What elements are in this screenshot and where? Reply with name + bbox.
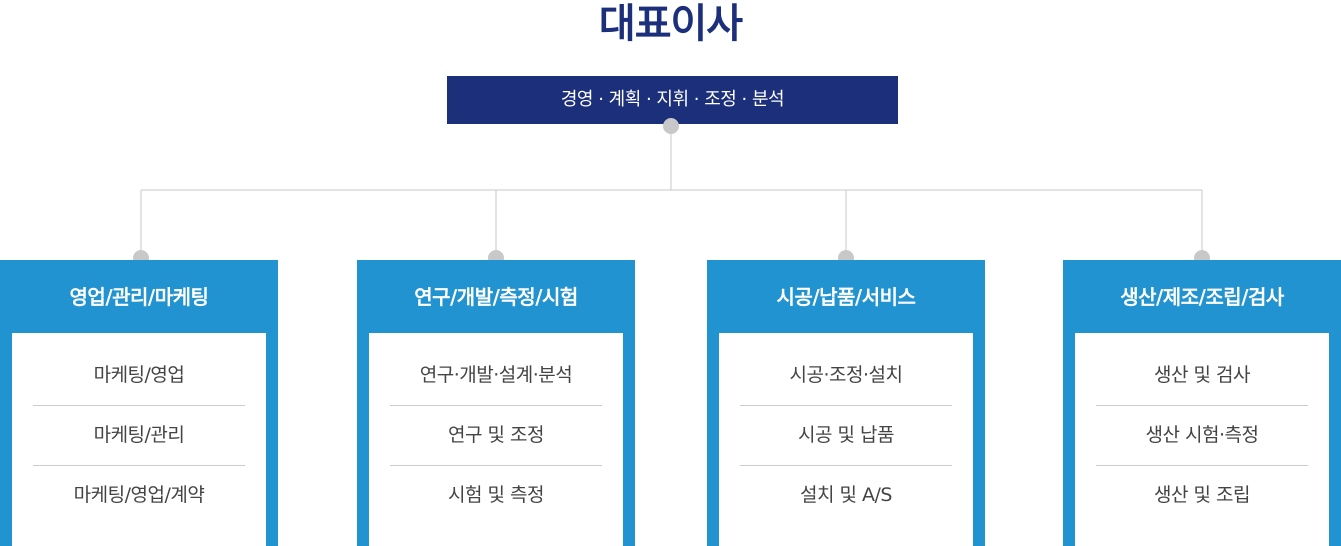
department-title: 연구/개발/측정/시험: [414, 285, 578, 309]
department-title: 영업/관리/마케팅: [69, 285, 209, 309]
department-box-production: 생산/제조/조립/검사 생산 및 검사 생산 시험·측정 생산 및 조립: [1063, 260, 1341, 546]
department-task-list: 마케팅/영업 마케팅/관리 마케팅/영업/계약: [12, 333, 266, 546]
department-task-item: 마케팅/영업: [33, 346, 245, 406]
ceo-node-dot: [663, 118, 679, 134]
ceo-title: 대표이사: [598, 1, 743, 47]
department-task-list: 시공·조정·설치 시공 및 납품 설치 및 A/S: [719, 333, 973, 546]
department-task-item: 연구 및 조정: [390, 406, 602, 466]
department-task-item: 시공 및 납품: [740, 406, 952, 466]
department-task-item: 시험 및 측정: [448, 484, 544, 506]
department-task-item: 생산 및 검사: [1096, 346, 1308, 406]
department-task-item: 마케팅/영업/계약: [73, 484, 205, 506]
department-task-item: 생산 시험·측정: [1096, 406, 1308, 466]
department-task-list: 생산 및 검사 생산 시험·측정 생산 및 조립: [1075, 333, 1329, 546]
department-task-item: 마케팅/관리: [33, 406, 245, 466]
department-task-list: 연구·개발·설계·분석 연구 및 조정 시험 및 측정: [369, 333, 623, 546]
department-task-item: 시공·조정·설치: [740, 346, 952, 406]
department-title: 시공/납품/서비스: [776, 285, 916, 309]
ceo-duties-box: 경영 · 계획 · 지휘 · 조정 · 분석: [447, 76, 898, 124]
department-task-item: 연구·개발·설계·분석: [390, 346, 602, 406]
department-task-item: 생산 및 조립: [1154, 484, 1250, 506]
department-box-construction: 시공/납품/서비스 시공·조정·설치 시공 및 납품 설치 및 A/S: [707, 260, 985, 546]
department-box-research: 연구/개발/측정/시험 연구·개발·설계·분석 연구 및 조정 시험 및 측정: [357, 260, 635, 546]
department-task-item: 설치 및 A/S: [800, 484, 892, 506]
department-title: 생산/제조/조립/검사: [1120, 285, 1284, 309]
department-box-sales: 영업/관리/마케팅 마케팅/영업 마케팅/관리 마케팅/영업/계약: [0, 260, 278, 546]
